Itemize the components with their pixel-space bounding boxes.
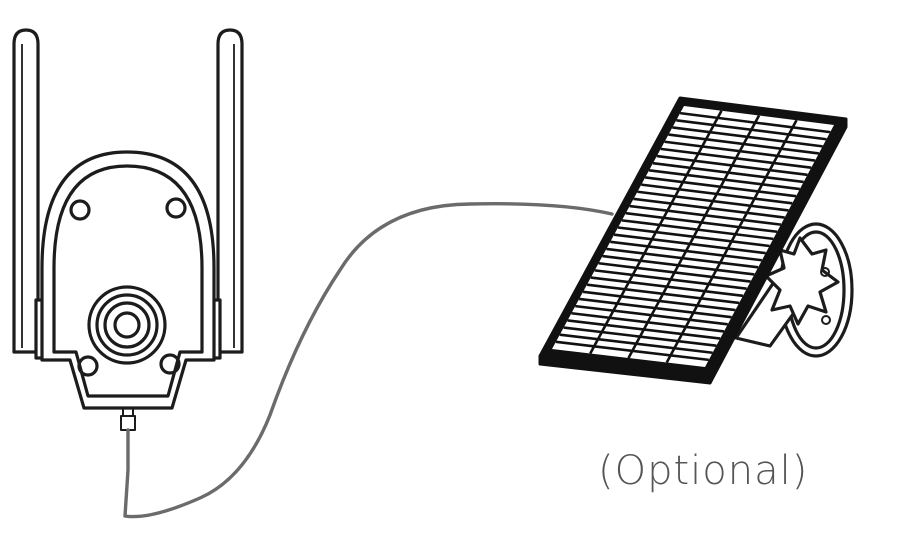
power-cable xyxy=(123,202,614,519)
camera-icon xyxy=(12,28,244,431)
antenna-icon xyxy=(12,28,40,354)
optional-caption: (Optional) xyxy=(598,448,809,494)
solar-panel-icon xyxy=(538,96,848,385)
usb-connector-icon xyxy=(120,407,136,431)
antenna-icon xyxy=(216,28,244,354)
wall-mount-icon xyxy=(734,222,854,358)
